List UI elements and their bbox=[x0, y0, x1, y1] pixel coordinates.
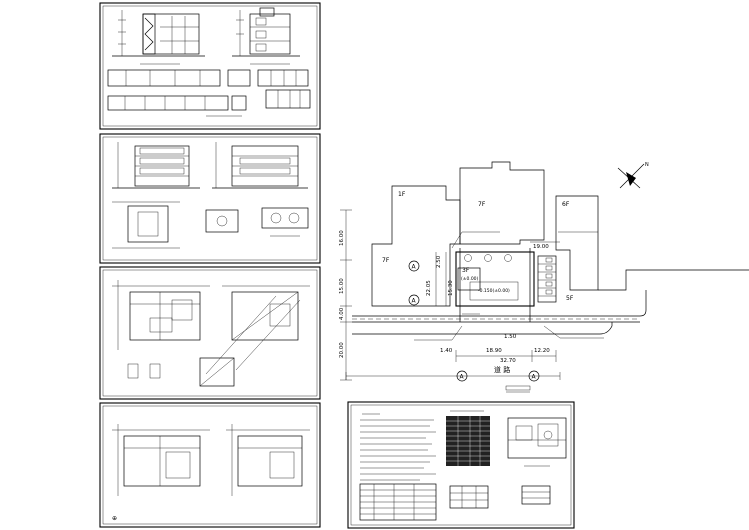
north-arrow-icon: N bbox=[617, 162, 649, 189]
dim-vertical: 15.30 bbox=[448, 280, 454, 296]
floor-label: 1F bbox=[398, 191, 406, 198]
panel-floor-plans-2: ⊕ bbox=[99, 402, 321, 528]
dim-vertical: 4.00 bbox=[339, 307, 345, 320]
dim-horizontal: 18.90 bbox=[486, 348, 502, 354]
grid-marker: A bbox=[412, 264, 417, 271]
floor-label: 6F bbox=[562, 201, 570, 208]
floor-label: 3F bbox=[462, 267, 470, 274]
svg-text:N: N bbox=[645, 162, 649, 168]
elevation-mark: -0.150(±0.00) bbox=[478, 288, 510, 294]
grid-marker: A bbox=[460, 374, 465, 381]
grid-marker: A bbox=[532, 374, 537, 381]
dim-vertical: 16.00 bbox=[339, 230, 345, 246]
svg-text:⊕: ⊕ bbox=[112, 515, 117, 522]
panel-elevations bbox=[99, 2, 321, 130]
grid-marker: A bbox=[412, 298, 417, 305]
dim-vertical: 15.00 bbox=[339, 278, 345, 294]
floor-label: 5F bbox=[566, 295, 574, 302]
dim-horizontal: 1.40 bbox=[440, 348, 453, 354]
elevation-mark: (±0.00) bbox=[461, 276, 479, 282]
panel-floor-plans-1 bbox=[99, 266, 321, 400]
dim-horizontal: 19.00 bbox=[533, 244, 549, 250]
dim-horizontal: 32.70 bbox=[500, 358, 516, 364]
floor-label: 7F bbox=[478, 201, 486, 208]
dim-vertical: 22.05 bbox=[426, 280, 432, 296]
floor-label: 7F bbox=[382, 257, 390, 264]
dim-vertical: 2.50 bbox=[436, 255, 442, 268]
dim-horizontal: 1.50 bbox=[504, 334, 517, 340]
site-plan: N bbox=[339, 161, 749, 393]
panel-notes-tables bbox=[347, 401, 575, 529]
panel-elevations-2 bbox=[99, 133, 321, 264]
road-label: 道 路 bbox=[494, 365, 510, 374]
dim-horizontal: 12.20 bbox=[534, 348, 550, 354]
dim-vertical: 20.00 bbox=[339, 342, 345, 358]
